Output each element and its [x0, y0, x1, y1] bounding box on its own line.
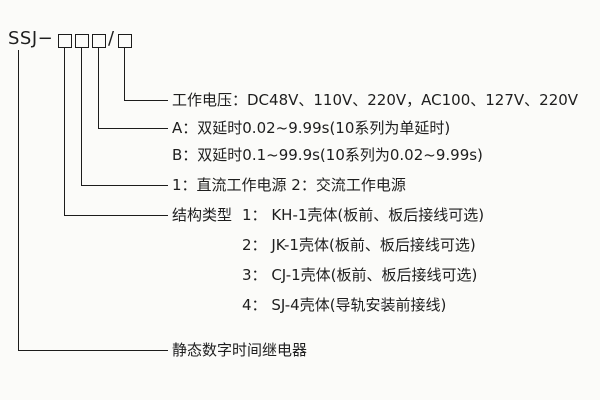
structure-option-1: 1： KH-1壳体(板前、板后接线可选) — [242, 206, 485, 224]
connector-line-product-vertical — [18, 50, 19, 350]
model-prefix: SSJ− — [8, 28, 54, 49]
connector-line-voltage-vertical — [124, 48, 125, 100]
connector-line-product-horizontal — [18, 350, 168, 351]
model-slash: / — [108, 28, 115, 49]
label-delay-option-b: B：双延时0.1~99.9s(10系列为0.02~9.99s) — [172, 146, 483, 164]
connector-line-structure-horizontal — [64, 215, 168, 216]
model-box-power-type — [75, 34, 89, 48]
connector-line-power-vertical — [81, 48, 82, 185]
label-power-type: 1：直流工作电源 2：交流工作电源 — [172, 176, 406, 194]
structure-spacer — [172, 265, 232, 285]
structure-option-3: 3： CJ-1壳体(板前、板后接线可选) — [242, 266, 478, 284]
structure-option-4: 4： SJ-4壳体(导轨安装前接线) — [242, 296, 447, 314]
model-box-delay-type — [92, 34, 106, 48]
connector-line-delay-horizontal — [98, 128, 168, 129]
label-delay-option-a: A：双延时0.02~9.99s(10系列为单延时) — [172, 119, 451, 137]
structure-spacer — [172, 295, 232, 315]
structure-type-label: 结构类型 — [172, 206, 233, 224]
connector-line-delay-vertical — [98, 48, 99, 128]
structure-type-list: 结构类型 1： KH-1壳体(板前、板后接线可选) 2： JK-1壳体(板前、板… — [172, 205, 484, 315]
connector-line-structure-vertical — [64, 48, 65, 215]
structure-option-2: 2： JK-1壳体(板前、板后接线可选) — [242, 236, 476, 254]
label-working-voltage: 工作电压：DC48V、110V、220V，AC100、127V、220V — [172, 91, 579, 109]
model-box-structure-type — [58, 34, 72, 48]
connector-line-power-horizontal — [81, 185, 168, 186]
label-product-name: 静态数字时间继电器 — [172, 341, 308, 359]
model-box-voltage — [118, 34, 132, 48]
connector-line-voltage-horizontal — [124, 100, 168, 101]
structure-spacer — [172, 235, 232, 255]
